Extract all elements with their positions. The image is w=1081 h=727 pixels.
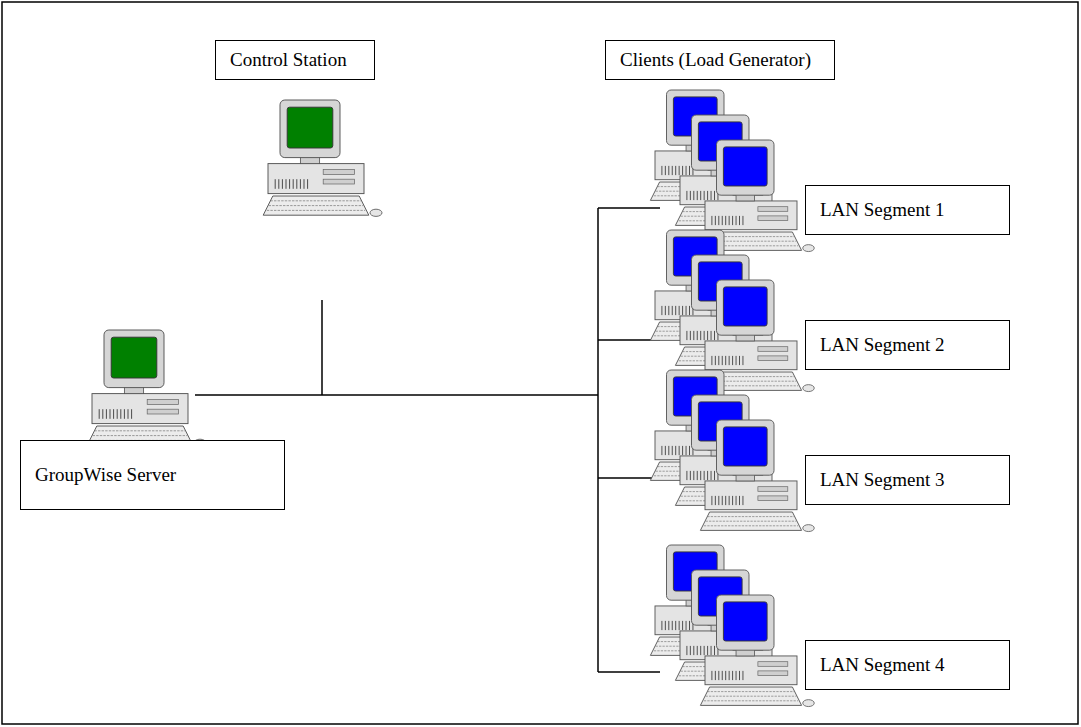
label-box: GroupWise Server	[20, 440, 285, 510]
box-label: Clients (Load Generator)	[620, 49, 811, 71]
label-box: LAN Segment 1	[805, 185, 1010, 235]
label-box: LAN Segment 4	[805, 640, 1010, 690]
box-label: LAN Segment 4	[820, 654, 945, 676]
computer-icon	[263, 100, 382, 216]
label-box: LAN Segment 2	[805, 320, 1010, 370]
computer-icons	[87, 90, 814, 707]
label-box: Control Station	[215, 40, 375, 80]
computer-icon	[700, 420, 814, 532]
box-label: Control Station	[230, 49, 347, 71]
box-label: LAN Segment 2	[820, 334, 945, 356]
computer-icon	[87, 330, 206, 446]
box-label: LAN Segment 3	[820, 469, 945, 491]
box-label: LAN Segment 1	[820, 199, 945, 221]
label-box: LAN Segment 3	[805, 455, 1010, 505]
label-box: Clients (Load Generator)	[605, 40, 835, 80]
computer-icon	[700, 595, 814, 707]
box-label: GroupWise Server	[35, 464, 176, 486]
